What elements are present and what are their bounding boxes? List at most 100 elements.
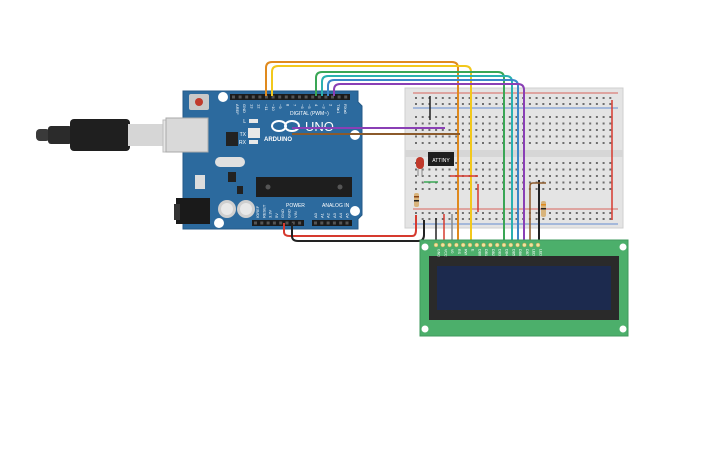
- lcd-pin[interactable]: [528, 242, 534, 248]
- breadboard-hole[interactable]: [575, 116, 578, 118]
- breadboard-hole[interactable]: [441, 122, 444, 125]
- breadboard-hole[interactable]: [461, 188, 464, 190]
- breadboard-hole[interactable]: [448, 116, 451, 118]
- breadboard-hole[interactable]: [435, 142, 438, 144]
- breadboard-hole[interactable]: [535, 116, 538, 118]
- breadboard-hole[interactable]: [435, 122, 438, 125]
- header-pin[interactable]: [324, 95, 328, 99]
- breadboard-hole[interactable]: [609, 212, 612, 214]
- breadboard-hole[interactable]: [495, 162, 498, 164]
- breadboard-hole[interactable]: [555, 162, 558, 164]
- lcd-pin[interactable]: [501, 242, 507, 248]
- breadboard-hole[interactable]: [555, 103, 558, 105]
- breadboard-hole[interactable]: [441, 181, 444, 184]
- breadboard-hole[interactable]: [535, 135, 538, 138]
- breadboard-hole[interactable]: [595, 218, 598, 220]
- breadboard-hole[interactable]: [475, 142, 478, 144]
- breadboard-hole[interactable]: [589, 162, 592, 164]
- header-pin[interactable]: [254, 221, 257, 225]
- lcd-pin[interactable]: [522, 242, 527, 248]
- breadboard-hole[interactable]: [515, 162, 518, 164]
- breadboard-hole[interactable]: [428, 135, 431, 138]
- breadboard-hole[interactable]: [562, 122, 565, 125]
- breadboard-hole[interactable]: [575, 135, 578, 138]
- breadboard-hole[interactable]: [488, 103, 491, 105]
- breadboard-hole[interactable]: [441, 175, 444, 177]
- breadboard-hole[interactable]: [468, 168, 471, 171]
- breadboard-hole[interactable]: [569, 181, 572, 184]
- breadboard-hole[interactable]: [448, 168, 451, 171]
- breadboard-hole[interactable]: [415, 135, 417, 138]
- breadboard-hole[interactable]: [589, 97, 592, 99]
- breadboard-hole[interactable]: [535, 103, 538, 105]
- wire-black-gnd[interactable]: [291, 220, 425, 242]
- breadboard-hole[interactable]: [461, 122, 464, 125]
- breadboard-hole[interactable]: [549, 162, 551, 164]
- breadboard-hole[interactable]: [575, 162, 578, 164]
- breadboard-hole[interactable]: [595, 212, 598, 214]
- breadboard-hole[interactable]: [515, 122, 518, 125]
- breadboard-hole[interactable]: [415, 175, 417, 177]
- breadboard-hole[interactable]: [528, 135, 531, 138]
- breadboard-hole[interactable]: [435, 116, 438, 118]
- breadboard-hole[interactable]: [528, 103, 531, 105]
- breadboard-hole[interactable]: [609, 168, 612, 171]
- breadboard-hole[interactable]: [448, 129, 451, 131]
- breadboard-hole[interactable]: [609, 175, 612, 177]
- breadboard-hole[interactable]: [428, 175, 431, 177]
- breadboard-hole[interactable]: [482, 212, 484, 214]
- breadboard-hole[interactable]: [535, 212, 538, 214]
- breadboard-hole[interactable]: [448, 218, 451, 220]
- breadboard-hole[interactable]: [455, 188, 458, 190]
- breadboard-hole[interactable]: [461, 162, 464, 164]
- breadboard-hole[interactable]: [595, 97, 598, 99]
- header-pin[interactable]: [331, 95, 334, 99]
- breadboard-hole[interactable]: [468, 218, 471, 220]
- breadboard-hole[interactable]: [575, 129, 578, 131]
- breadboard-hole[interactable]: [415, 129, 417, 131]
- breadboard-hole[interactable]: [549, 142, 551, 144]
- header-pin[interactable]: [317, 95, 321, 99]
- breadboard-hole[interactable]: [602, 212, 605, 214]
- breadboard-hole[interactable]: [595, 175, 598, 177]
- header-pin[interactable]: [332, 221, 336, 225]
- breadboard-hole[interactable]: [602, 181, 605, 184]
- header-pin[interactable]: [298, 221, 302, 225]
- breadboard-hole[interactable]: [582, 135, 585, 138]
- breadboard-hole[interactable]: [428, 122, 431, 125]
- breadboard-hole[interactable]: [441, 97, 444, 99]
- breadboard-hole[interactable]: [609, 135, 612, 138]
- breadboard-hole[interactable]: [415, 181, 417, 184]
- breadboard-hole[interactable]: [569, 122, 572, 125]
- wire-purple[interactable]: [333, 83, 525, 245]
- breadboard-hole[interactable]: [582, 188, 585, 190]
- breadboard-hole[interactable]: [495, 212, 498, 214]
- breadboard-hole[interactable]: [582, 142, 585, 144]
- header-pin[interactable]: [251, 95, 255, 99]
- breadboard-hole[interactable]: [575, 122, 578, 125]
- header-pin[interactable]: [311, 95, 315, 99]
- breadboard-hole[interactable]: [508, 142, 511, 144]
- breadboard-hole[interactable]: [508, 188, 511, 190]
- header-pin[interactable]: [314, 221, 317, 225]
- breadboard-hole[interactable]: [569, 212, 572, 214]
- breadboard-hole[interactable]: [468, 181, 471, 184]
- breadboard-hole[interactable]: [488, 181, 491, 184]
- breadboard-hole[interactable]: [602, 103, 605, 105]
- breadboard-hole[interactable]: [455, 142, 458, 144]
- breadboard-hole[interactable]: [535, 218, 538, 220]
- breadboard-hole[interactable]: [482, 142, 484, 144]
- breadboard-hole[interactable]: [461, 142, 464, 144]
- breadboard-hole[interactable]: [421, 122, 424, 125]
- breadboard-hole[interactable]: [421, 129, 424, 131]
- breadboard-hole[interactable]: [441, 135, 444, 138]
- breadboard-hole[interactable]: [415, 122, 417, 125]
- breadboard-hole[interactable]: [609, 181, 612, 184]
- header-pin[interactable]: [260, 221, 264, 225]
- breadboard-hole[interactable]: [468, 116, 471, 118]
- breadboard-hole[interactable]: [609, 188, 612, 190]
- breadboard-hole[interactable]: [475, 116, 478, 118]
- breadboard-hole[interactable]: [455, 212, 458, 214]
- breadboard-hole[interactable]: [569, 97, 572, 99]
- breadboard-hole[interactable]: [575, 142, 578, 144]
